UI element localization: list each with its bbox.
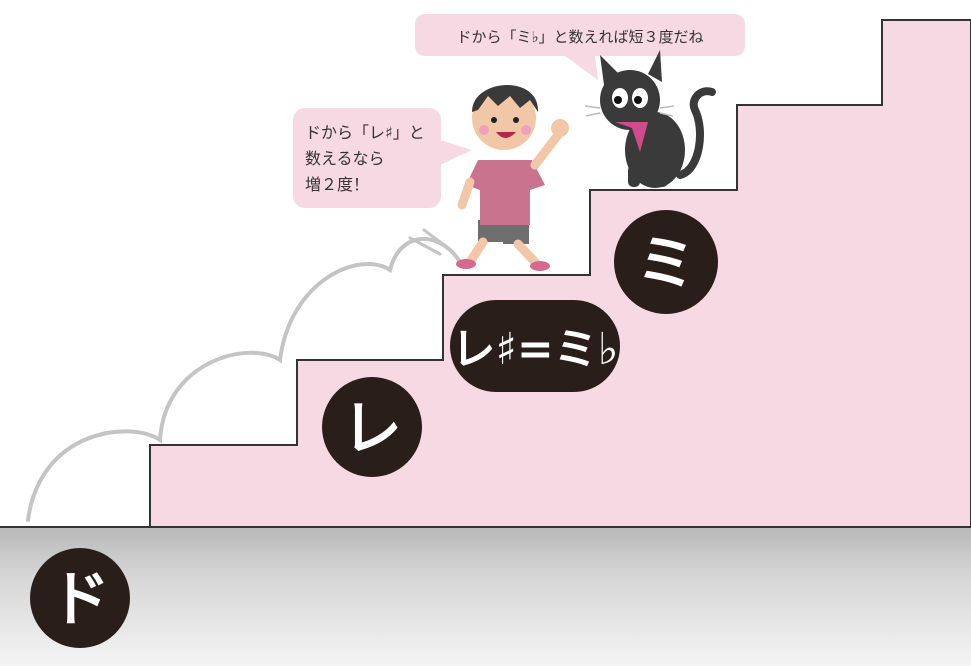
boy-speech-line3: 増２度！ bbox=[305, 175, 369, 194]
note-do-disc bbox=[30, 548, 130, 648]
note-re-sharp-mi-flat-pill bbox=[450, 300, 620, 392]
note-mi-disc bbox=[614, 210, 718, 314]
note-mi-label: ミ bbox=[636, 229, 696, 299]
floor bbox=[0, 527, 971, 666]
black-cat-figure bbox=[584, 50, 716, 188]
boy-figure bbox=[456, 84, 569, 271]
cat-speech-text: ドから「ミ♭」と数えれば短３度だね bbox=[456, 28, 703, 46]
note-do-label: ド bbox=[50, 565, 110, 635]
note-re-sharp-mi-flat-label: レ♯=ミ♭ bbox=[452, 324, 619, 375]
note-re-label: レ bbox=[342, 394, 402, 464]
boy-speech-line1: ドから「レ♯」と bbox=[305, 123, 425, 142]
staircase bbox=[149, 19, 971, 528]
motion-lines bbox=[408, 228, 450, 256]
boy-speech-bubble: ドから「レ♯」と 数えるなら 増２度！ bbox=[293, 108, 472, 208]
boy-speech-line2: 数えるなら bbox=[305, 149, 385, 168]
jump-arc-path bbox=[26, 236, 462, 522]
note-re-disc bbox=[322, 377, 422, 477]
cat-speech-bubble: ドから「ミ♭」と数えれば短３度だね bbox=[415, 14, 745, 80]
